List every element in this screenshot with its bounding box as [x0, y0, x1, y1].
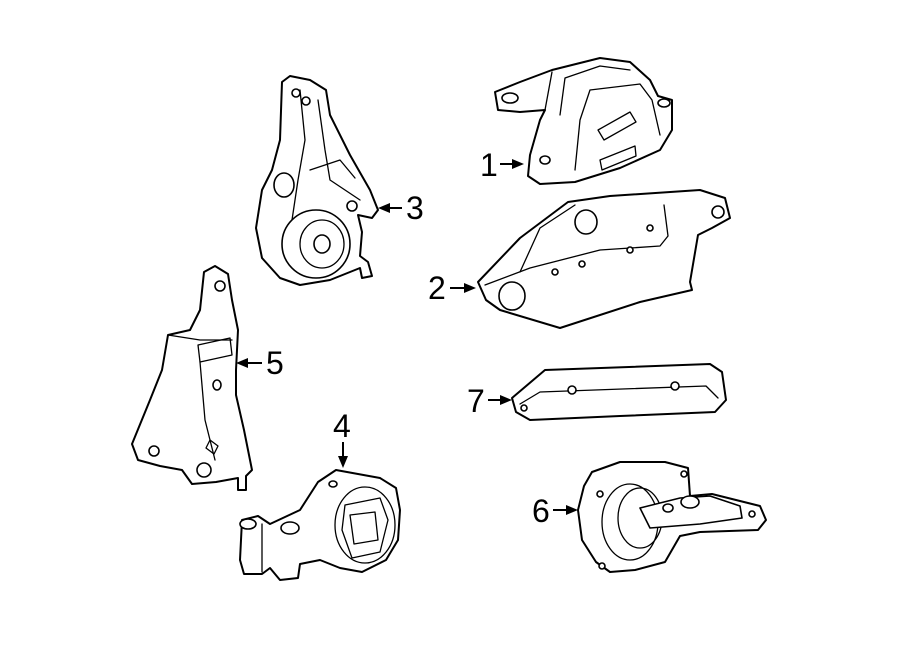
leader-arrow-2: [450, 283, 476, 293]
callout-7: 7: [467, 383, 512, 419]
callout-label-4: 4: [333, 408, 351, 444]
part-5-side-bracket[interactable]: [131, 265, 253, 491]
leader-arrow-7: [488, 395, 512, 405]
leader-arrow-3: [378, 203, 402, 213]
callout-label-6: 6: [532, 493, 550, 529]
callout-label-3: 3: [406, 190, 424, 226]
callout-3: 3: [378, 190, 424, 226]
callout-label-7: 7: [467, 383, 485, 419]
leader-arrow-5: [236, 358, 262, 368]
callout-6: 6: [532, 493, 578, 529]
callout-label-1: 1: [480, 147, 498, 183]
callout-1: 1: [480, 147, 524, 183]
leader-arrow-6: [553, 505, 578, 515]
callout-label-2: 2: [428, 270, 446, 306]
callout-5: 5: [236, 345, 284, 381]
part-2-transmission-bracket[interactable]: [477, 189, 731, 329]
part-3-front-mount[interactable]: [255, 75, 379, 286]
callout-2: 2: [428, 270, 476, 306]
part-1-engine-mount[interactable]: [494, 57, 673, 185]
part-4-rear-mount[interactable]: [239, 469, 401, 581]
leader-arrow-4: [338, 442, 348, 468]
part-7-mount-bracket[interactable]: [511, 363, 727, 421]
callout-label-5: 5: [266, 345, 284, 381]
part-6-side-mount[interactable]: [577, 461, 767, 573]
leader-arrow-1: [500, 159, 524, 169]
callout-4: 4: [333, 408, 351, 468]
